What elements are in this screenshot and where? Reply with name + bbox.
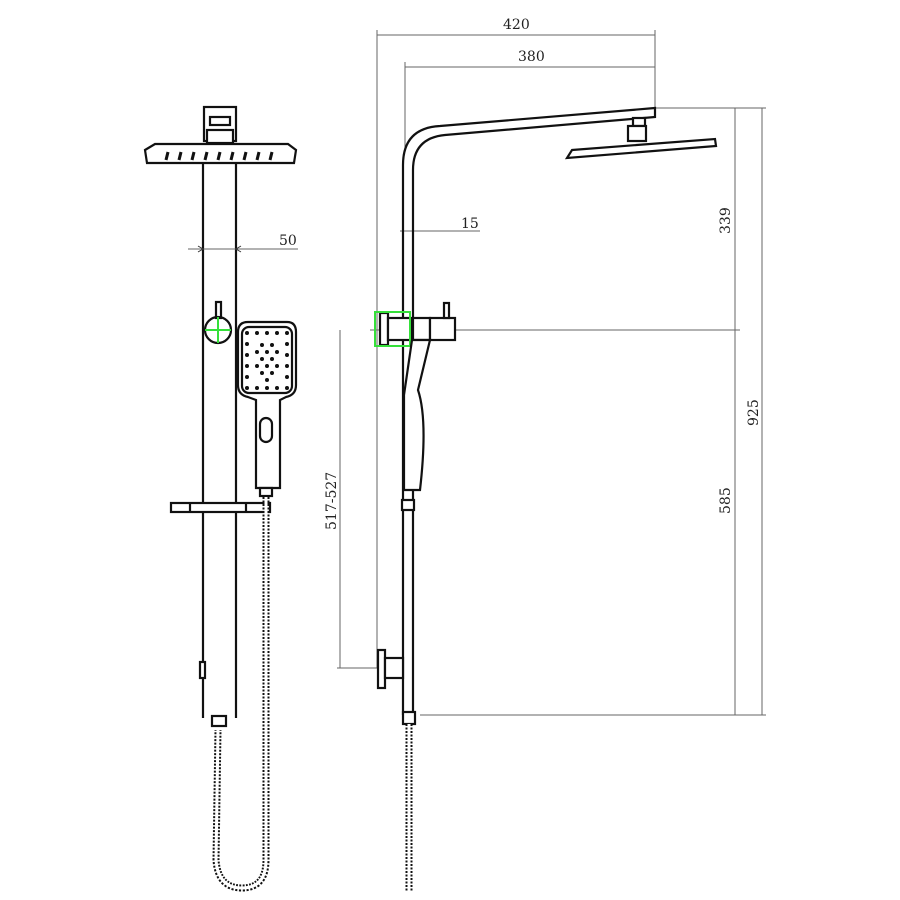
front-view: 50 — [143, 105, 298, 892]
dim-front-width: 50 — [279, 233, 297, 249]
rail-arm — [401, 106, 657, 715]
hose-front — [212, 497, 270, 892]
dim-total-height: 925 — [746, 399, 762, 426]
dim-slider-to-bottom: 585 — [718, 487, 734, 514]
side-view: 420 380 15 339 585 925 517-527 — [324, 17, 766, 892]
dim-arm-reach: 380 — [518, 49, 545, 65]
slider-highlight — [374, 311, 411, 347]
hand-shower — [236, 320, 298, 498]
soap-shelf — [169, 501, 272, 514]
dim-bracket-spacing: 517-527 — [324, 472, 340, 530]
dim-head-to-slider: 339 — [718, 207, 734, 234]
dim-overall-width: 420 — [503, 17, 530, 33]
shower-head-side — [564, 137, 718, 160]
nozzles — [164, 151, 274, 161]
hand-shower-side — [402, 338, 432, 492]
dim-rail-diameter: 15 — [461, 216, 479, 232]
